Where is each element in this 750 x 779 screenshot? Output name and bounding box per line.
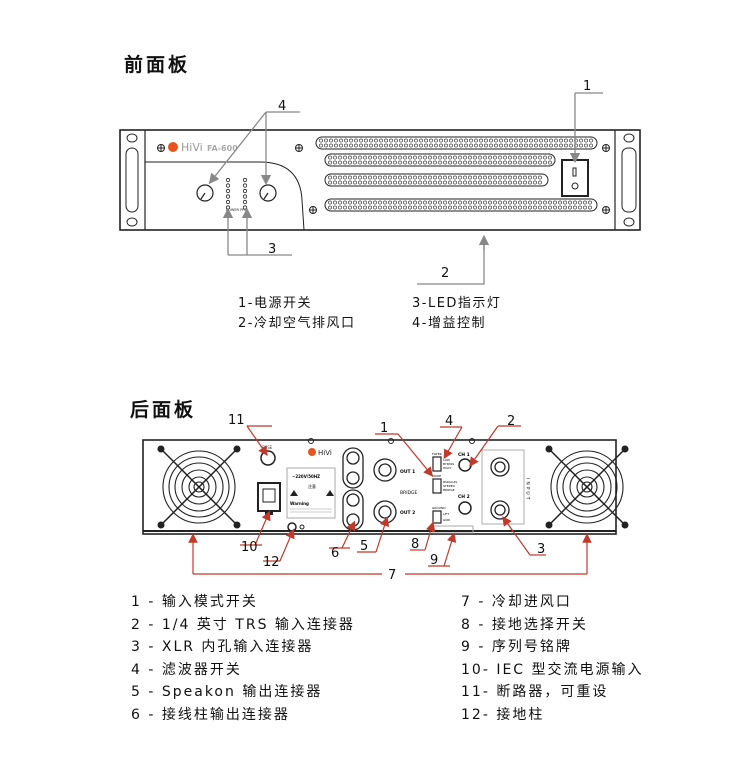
mode-switch [432,478,442,494]
ch2-label: CH 2 [458,494,470,500]
rear-legend-item: 10- IEC 型交流电源输入 [461,661,644,678]
svg-text:PARALLEL: PARALLEL [443,480,458,484]
rear-legend-item: 9 - 序列号铭牌 [461,639,572,655]
callout-1: 1 [583,79,591,94]
rear-legend-right: 7 - 冷却进风口 8 - 接地选择开关 9 - 序列号铭牌 10- IEC 型… [461,591,644,726]
rear-callout-2: 2 [507,414,515,429]
led-label: POWER PRO [226,208,248,212]
trs-input-ch2 [458,501,472,515]
right-rack-handle [614,130,637,230]
speakon-out1 [373,458,397,482]
cooling-vents [315,136,598,212]
rear-callout-1: 1 [380,421,388,436]
callout-2: 2 [441,266,449,281]
ground-switch [432,510,442,524]
cooling-fan-right [545,445,629,529]
led-indicators [225,177,248,210]
svg-text:~220V/50HZ: ~220V/50HZ [292,474,320,479]
rear-chassis [142,439,617,535]
rear-callout-8: 8 [411,537,419,552]
ch1-label: CH 1 [458,452,470,458]
callout-lines [208,92,603,285]
front-legend-item: 1-电源开关 [238,296,312,311]
led-icon [242,188,248,194]
svg-text:LIFT: LIFT [443,512,449,516]
model-name: FA-600 [207,144,238,153]
rear-callout-5: 5 [360,539,368,554]
rear-callout-7: 7 [388,568,396,583]
callout-4: 4 [278,99,286,114]
rear-callout-11: 11 [228,413,245,428]
rear-callout-10: 10 [241,540,258,555]
svg-text:HIGH: HIGH [443,466,451,470]
left-rack-handle [125,130,146,230]
callout-3: 3 [268,242,276,257]
rear-legend-item: 12- 接地柱 [461,706,545,723]
front-legend-item: 3-LED指示灯 [412,296,502,311]
rear-panel-diagram: FUSE ~220V/50HZ 注意 Warning HiVi OUT 1 OU… [142,413,629,583]
front-panel-diagram: HiVi FA-600 POWER PRO 1 2 3 4 [119,79,641,285]
rear-legend-item: 8 - 接地选择开关 [461,616,588,633]
rear-legend-item: 5 - Speakon 输出连接器 [131,684,323,700]
led-icon [225,199,231,205]
led-icon [242,177,248,183]
gain-knob-ch1 [196,184,214,202]
screw-icon [157,144,610,214]
svg-text:BYPASS: BYPASS [443,462,454,466]
svg-text:MODE: MODE [432,474,441,478]
front-panel-title: 前面板 [124,54,191,76]
rear-legend-item: 11- 断路器，可重设 [461,684,609,700]
led-icon [225,194,231,199]
brand-logo-icon [308,448,316,456]
input-label: INPUT [525,478,531,501]
xlr-input-ch2 [490,500,510,520]
bridge-label: BRIDGE [400,490,417,496]
svg-text:FILTER: FILTER [432,452,442,456]
circuit-breaker [260,450,276,466]
rear-panel-title: 后面板 [130,399,197,421]
rear-callout-3: 3 [537,542,545,557]
led-icon [225,183,231,188]
svg-text:BRIDGE: BRIDGE [443,488,455,492]
rear-legend-item: 1 - 输入模式开关 [131,594,258,610]
rear-callout-6: 6 [331,546,339,561]
brand-logo-icon [168,142,178,152]
rear-legend-left: 1 - 输入模式开关 2 - 1/4 英寸 TRS 输入连接器 3 - XLR … [131,591,355,726]
led-icon [242,199,248,205]
cooling-fan-left [157,445,241,529]
rear-legend-item: 2 - 1/4 英寸 TRS 输入连接器 [131,616,355,633]
svg-text:GROUND: GROUND [432,506,446,510]
led-icon [225,188,231,194]
svg-text:GND: GND [443,518,451,522]
iec-power-inlet [257,482,281,515]
svg-text:Warning: Warning [290,501,309,506]
front-chassis [119,129,641,231]
out2-label: OUT 2 [400,510,415,516]
led-icon [242,194,248,199]
xlr-input-ch1 [490,457,510,477]
rear-callout-9: 9 [430,553,438,568]
rear-callout-lines [188,425,592,575]
svg-text:STEREO: STEREO [443,484,456,488]
warning-label-plate: ~220V/50HZ 注意 Warning [286,467,336,519]
brand-name: HiVi [181,141,203,154]
rear-legend-item: 6 - 接线柱输出连接器 [131,706,290,723]
rear-legend-item: 7 - 冷却进风口 [461,594,572,610]
rear-callout-12: 12 [263,555,280,570]
rear-legend-item: 4 - 滤波器开关 [131,661,242,678]
out1-label: OUT 1 [400,469,415,475]
filter-switch [432,456,442,472]
rear-legend-item: 3 - XLR 内孔输入连接器 [131,639,314,655]
front-legend-item: 4-增益控制 [412,316,486,331]
led-icon [242,183,248,188]
led-icon [225,177,231,183]
binding-posts [342,447,364,531]
front-legend-item: 2-冷却空气排风口 [238,316,356,331]
rear-callout-4: 4 [445,414,453,429]
svg-text:LOW: LOW [443,458,450,462]
svg-text:注意: 注意 [308,483,316,489]
rear-brand: HiVi [318,449,332,457]
